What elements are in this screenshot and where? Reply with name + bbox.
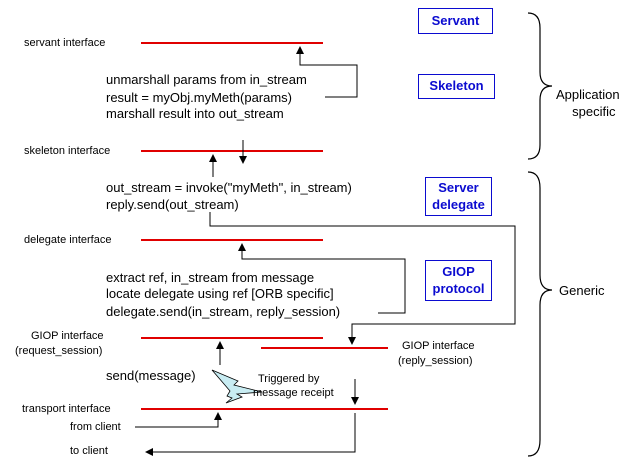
application-specific-label: Application specific [556, 86, 620, 120]
skeleton-interface-label: skeleton interface [24, 145, 111, 157]
giop-reply-interface-label-line2: (reply_session) [398, 355, 473, 367]
servant-box-label: Servant [431, 12, 480, 28]
delegate-code-line1: out_stream = invoke("myMeth", in_stream) [106, 180, 352, 195]
lightning-icon [211, 369, 263, 404]
skeleton-code-line1: unmarshall params from in_stream [106, 72, 307, 87]
application-specific-brace [527, 12, 553, 160]
send-message-code: send(message) [106, 368, 196, 383]
skeleton-box: Skeleton [418, 74, 495, 99]
triggered-note-line2: message receipt [253, 387, 334, 399]
transport-interface-label: transport interface [22, 403, 111, 415]
triggered-note-line1: Triggered by [258, 373, 320, 385]
generic-brace [527, 171, 553, 457]
to-client-label: to client [70, 445, 108, 457]
giop-code-line3: delegate.send(in_stream, reply_session) [106, 304, 341, 319]
delegate-code-line2: reply.send(out_stream) [106, 197, 239, 212]
to-client-arrow [145, 413, 356, 456]
giop-code-line1: extract ref, in_stream from message [106, 270, 315, 285]
giop-request-interface-label-line2: (request_session) [15, 345, 103, 357]
servant-box: Servant [418, 8, 493, 34]
skeleton-box-label: Skeleton [429, 78, 484, 94]
delegate-up-arrow [238, 243, 406, 314]
skeleton-code-line2: result = myObj.myMeth(params) [106, 90, 293, 105]
reply-path-arrow [209, 212, 516, 345]
skeleton-code-line3: marshall result into out_stream [106, 106, 284, 121]
generic-label: Generic [559, 283, 605, 298]
giop-protocol-box: GIOP protocol [425, 260, 492, 301]
servant-return-arrow [296, 46, 358, 98]
servant-interface-label: servant interface [24, 37, 106, 49]
giop-protocol-label-line2: protocol [432, 280, 485, 296]
giop-request-interface-label-line1: GIOP interface [31, 330, 104, 342]
giop-protocol-label-line1: GIOP [442, 264, 475, 280]
from-client-arrow [135, 412, 222, 428]
server-delegate-box: Server delegate [425, 177, 492, 216]
delegate-interface-label: delegate interface [24, 234, 112, 246]
giop-reply-interface-label-line1: GIOP interface [402, 340, 475, 352]
from-client-label: from client [70, 421, 121, 433]
server-delegate-label-line2: delegate [432, 196, 485, 212]
application-specific-line2: specific [572, 104, 616, 119]
giop-code-line2: locate delegate using ref [ORB specific] [106, 286, 334, 301]
server-delegate-label-line1: Server [438, 180, 479, 196]
application-specific-line1: Application [556, 87, 620, 102]
